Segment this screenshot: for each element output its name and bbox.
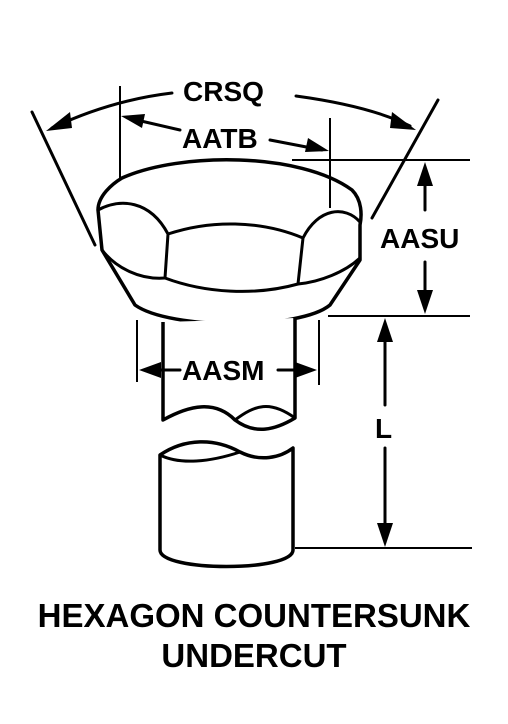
crsq-arrow-right: [390, 112, 416, 130]
shank-upper-break: [233, 404, 297, 422]
aasu-arrow-up: [417, 162, 433, 186]
crsq-arrow-left: [46, 112, 72, 131]
aasu-label: AASU: [380, 223, 459, 254]
head-outline: [96, 158, 363, 326]
hex-face-middle: [163, 222, 305, 293]
aasm-label: AASM: [182, 355, 264, 386]
aatb-arrow-right: [305, 138, 329, 152]
aasm-arrow-right: [295, 362, 317, 378]
aasm-dimension: AASM: [136, 320, 320, 386]
hex-face-right: [296, 210, 362, 286]
crsq-extension-left: [30, 110, 97, 247]
shank-lower-break: [158, 450, 242, 463]
caption-line-2: UNDERCUT: [161, 637, 346, 674]
caption-line-1: HEXAGON COUNTERSUNK: [38, 597, 471, 634]
l-label: L: [375, 413, 392, 444]
bolt-head: [96, 158, 363, 326]
shank-lower: [158, 440, 295, 569]
shank-upper: [161, 318, 297, 432]
aatb-dimension: AATB: [119, 86, 331, 208]
aasu-dimension: AASU: [292, 159, 470, 317]
aasm-arrow-left: [139, 362, 161, 378]
caption: HEXAGON COUNTERSUNK UNDERCUT: [38, 597, 471, 674]
aatb-label: AATB: [182, 123, 258, 154]
aatb-arrow-left: [121, 114, 145, 128]
aasu-arrow-down: [417, 290, 433, 314]
l-arrow-up: [377, 318, 393, 342]
l-dimension: L: [295, 318, 472, 549]
shank-lower-outline: [158, 440, 295, 569]
crsq-label: CRSQ: [183, 76, 264, 107]
l-arrow-down: [377, 523, 393, 547]
